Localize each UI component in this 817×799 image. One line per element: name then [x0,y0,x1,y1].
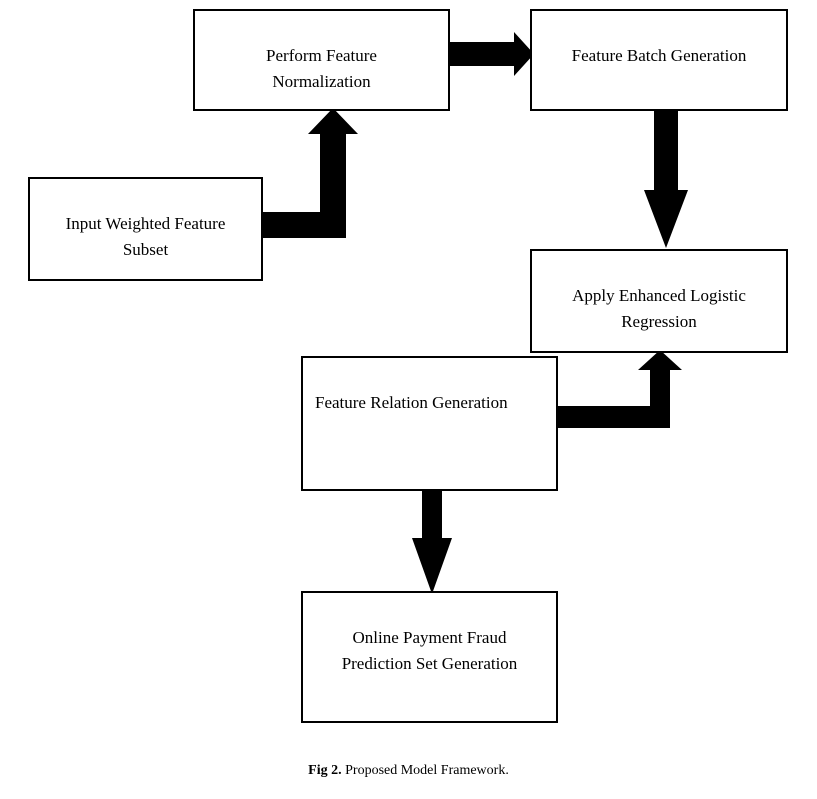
arrow-relation-to-prediction [412,490,452,594]
node-feature-normalization: Perform Feature Normalization [193,9,450,111]
node-enhanced-logistic-regression-label: Apply Enhanced Logistic Regression [572,286,746,331]
node-feature-batch-generation-label: Feature Batch Generation [571,46,747,65]
arrow-relation-to-logistic [556,350,682,428]
figure-number: Fig 2. [308,763,342,778]
node-input-weighted-feature-subset: Input Weighted Feature Subset [28,177,263,281]
figure-caption: Fig 2. Proposed Model Framework. [0,762,817,780]
node-fraud-prediction-set-generation: Online Payment Fraud Prediction Set Gene… [301,591,558,723]
node-feature-relation-generation: Feature Relation Generation [301,356,558,491]
arrow-batch-to-logistic [644,110,688,248]
arrow-input-to-normalization [261,108,358,238]
node-input-weighted-feature-subset-label: Input Weighted Feature Subset [65,214,226,259]
figure-caption-text: Proposed Model Framework. [341,763,509,778]
node-enhanced-logistic-regression: Apply Enhanced Logistic Regression [530,249,788,353]
arrow-normalization-to-batch [449,32,534,76]
node-feature-normalization-label: Perform Feature Normalization [266,46,377,91]
node-feature-batch-generation: Feature Batch Generation [530,9,788,111]
node-fraud-prediction-set-generation-label: Online Payment Fraud Prediction Set Gene… [341,628,518,673]
node-feature-relation-generation-label: Feature Relation Generation [315,393,508,412]
